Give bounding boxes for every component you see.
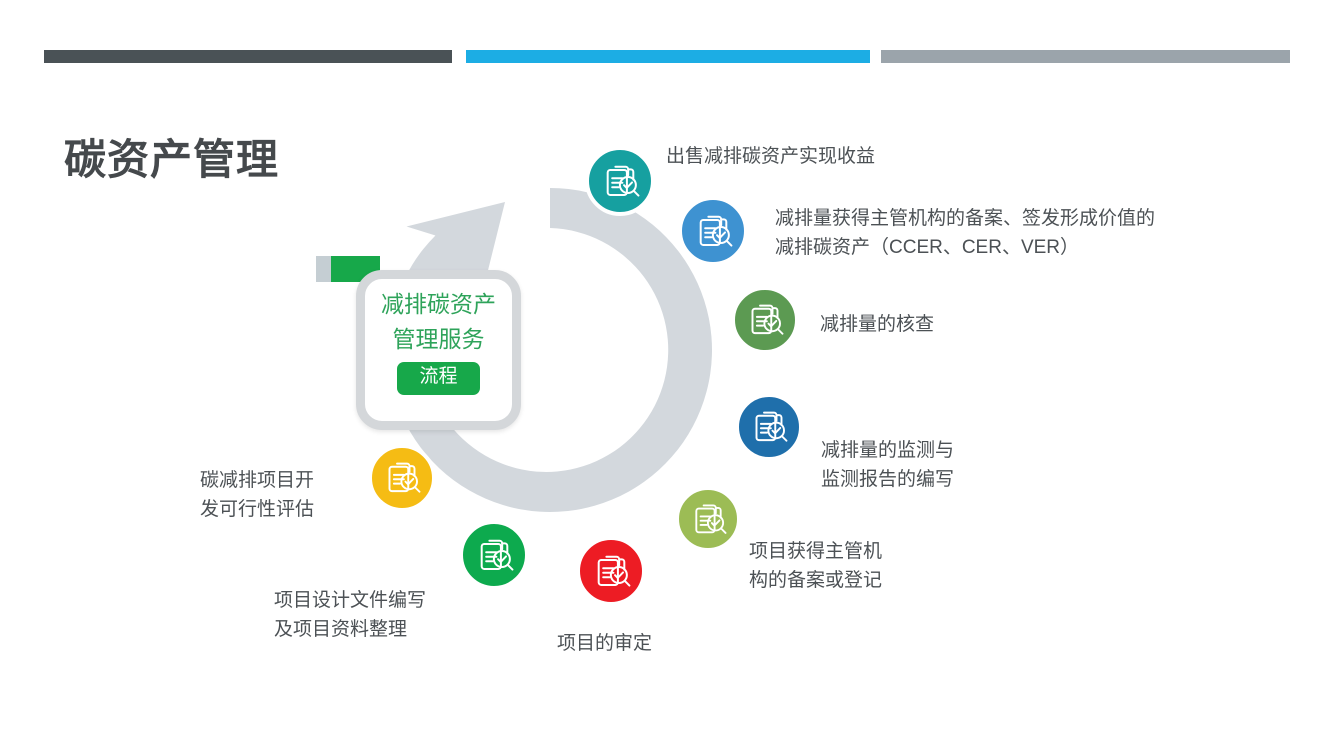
step-registration-circle[interactable]	[675, 486, 741, 552]
top-bar-dark	[44, 50, 452, 63]
document-search-check-icon	[382, 458, 422, 498]
document-search-check-icon	[600, 161, 641, 202]
ring-arrow-shape	[388, 188, 713, 512]
step-validation-label: 项目的审定	[557, 633, 653, 654]
step-monitoring-label: 减排量的监测与 监测报告的编写	[821, 440, 955, 490]
page-title: 碳资产管理	[64, 136, 280, 183]
step-registration-label: 项目获得主管机 构的备案或登记	[749, 541, 883, 591]
document-search-check-icon	[693, 211, 734, 252]
center-card-tab-square	[316, 256, 331, 282]
step-validation-circle[interactable]	[576, 536, 646, 606]
process-ring-arrow	[340, 140, 760, 560]
step-verification-circle[interactable]	[731, 286, 799, 354]
step-filing-issuance-circle[interactable]	[678, 196, 748, 266]
document-search-check-icon	[689, 500, 728, 539]
step-feasibility-circle[interactable]	[368, 444, 436, 512]
top-bar-blue	[466, 50, 870, 63]
center-card-line-1: 减排碳资产	[381, 291, 496, 317]
top-bar-gray	[881, 50, 1290, 63]
center-card-content: 减排碳资产 管理服务 流程	[365, 279, 512, 421]
step-pdd-writing-label: 项目设计文件编写 及项目资料整理	[274, 590, 427, 640]
center-card-tab	[316, 256, 380, 282]
center-card-pill: 流程	[397, 361, 480, 395]
step-sell-assets-label: 出售减排碳资产实现收益	[666, 146, 876, 167]
step-monitoring-circle[interactable]	[735, 393, 803, 461]
step-feasibility-label: 碳减排项目开 发可行性评估	[200, 470, 315, 520]
center-card-line-2: 管理服务	[392, 325, 485, 352]
step-sell-assets-circle[interactable]	[585, 146, 655, 216]
center-card: 减排碳资产 管理服务 流程	[356, 270, 521, 430]
document-search-check-icon	[749, 407, 789, 447]
step-filing-issuance-label: 减排量获得主管机构的备案、签发形成价值的 减排碳资产（CCER、CER、VER）	[775, 208, 1156, 258]
document-search-check-icon	[745, 300, 785, 340]
document-search-check-icon	[591, 551, 632, 592]
document-search-check-icon	[474, 535, 515, 576]
step-pdd-writing-circle[interactable]	[459, 520, 529, 590]
step-verification-label: 减排量的核查	[820, 314, 935, 335]
